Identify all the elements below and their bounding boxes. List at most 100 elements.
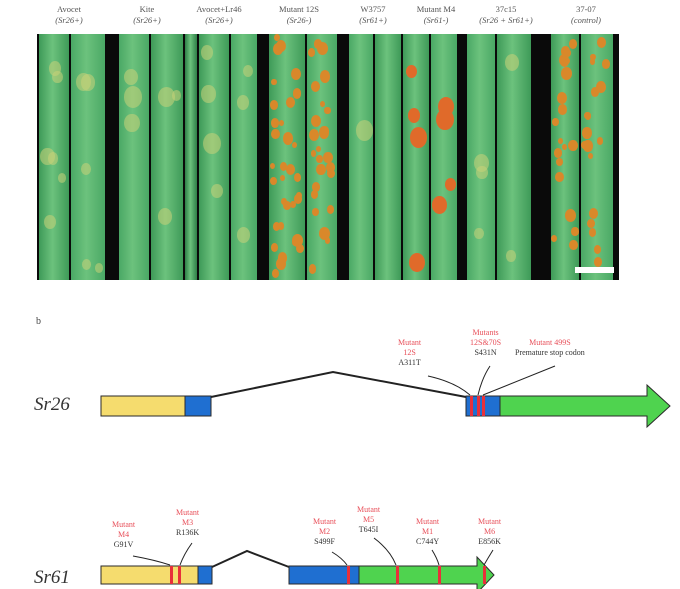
rust-pustule: [551, 234, 558, 243]
leaf-label-3: Avocet+Lr46 (Sr26+): [184, 4, 254, 26]
sr26-mutation-2: [477, 396, 480, 416]
rust-pustule: [474, 228, 484, 240]
substitution-label: T645I: [358, 525, 379, 534]
rust-pustule: [557, 91, 568, 105]
rust-pustule: [554, 148, 562, 158]
rust-pustule: [242, 64, 253, 78]
leaf-label-4: Mutant 12S (Sr26-): [264, 4, 334, 26]
rust-pustule: [355, 120, 373, 141]
rust-pustule: [436, 108, 454, 131]
substitution-label: E856K: [478, 537, 501, 546]
sr26-exon1-blue: [184, 395, 212, 417]
gene-label-sr61: Sr61: [34, 567, 70, 588]
leaf-name: 37c15: [495, 4, 517, 14]
rust-pustule: [276, 258, 286, 270]
rust-pustule: [406, 65, 417, 79]
mutant-label: Mutant M6: [478, 517, 502, 536]
rust-pustule: [124, 86, 143, 108]
rust-pustule: [568, 38, 578, 49]
rust-pustule: [558, 104, 567, 115]
rust-pustule: [571, 227, 579, 236]
rust-pustule: [565, 57, 571, 64]
leaf-name: Avocet+Lr46: [196, 4, 242, 14]
leaf-strip: [199, 34, 229, 280]
sr61-mutation-m1: [438, 566, 441, 584]
mutant-label: Mutant M1: [416, 517, 440, 536]
scale-bar: [575, 267, 614, 273]
rust-pustule: [319, 227, 331, 241]
rust-pustule: [40, 147, 55, 166]
leaf-strip: [581, 34, 613, 280]
leaf-name: Mutant M4: [416, 4, 456, 14]
leaf-strip: [349, 34, 373, 280]
sr26-ann-12s: Mutant 12S A311T: [398, 338, 421, 368]
rust-pustule: [557, 137, 564, 145]
leaf-genotype: (Sr26 + Sr61+): [479, 15, 533, 25]
rust-pustule: [584, 112, 591, 120]
leaf-strip: [375, 34, 401, 280]
rust-pustule: [565, 208, 577, 223]
rust-pustule: [271, 129, 281, 140]
rust-pustule: [269, 162, 276, 170]
sr61-exon1-blue: [197, 565, 213, 585]
leaf-strip: [431, 34, 457, 280]
substitution-label: A311T: [398, 358, 421, 367]
rust-pustule: [409, 253, 425, 272]
leaf-genotype: (control): [571, 15, 601, 25]
rust-pustule: [271, 268, 280, 278]
leaf-strip: [185, 34, 197, 280]
rust-pustule: [432, 195, 448, 214]
leaf-photo-panel: [37, 34, 619, 280]
rust-pustule: [316, 155, 323, 164]
rust-pustule: [270, 118, 279, 128]
rust-pustule: [76, 72, 92, 91]
rust-pustule: [94, 262, 104, 273]
rust-pustule: [280, 174, 286, 181]
rust-pustule: [597, 37, 607, 49]
rust-pustule: [564, 48, 571, 58]
sr26-pointer-2: [477, 365, 491, 396]
mutant-label: Mutant M3: [176, 508, 200, 527]
substitution-label: Premature stop codon: [515, 348, 585, 357]
rust-pustule: [282, 132, 293, 145]
rust-pustule: [290, 68, 301, 81]
rust-pustule: [506, 250, 516, 262]
rust-pustule: [324, 106, 331, 115]
leaf-label-6: Mutant M4 (Sr61-): [401, 4, 471, 26]
rust-pustule: [211, 183, 224, 199]
rust-pustule: [582, 127, 593, 139]
rust-pustule: [590, 53, 596, 61]
rust-pustule: [569, 239, 579, 251]
rust-pustule: [277, 252, 288, 264]
sr61-ann-m1: Mutant M1 C744Y: [416, 517, 439, 547]
sr61-pointer-m2: [331, 551, 348, 566]
substitution-label: S499F: [314, 537, 335, 546]
rust-pustule: [318, 126, 330, 139]
leaf-name: Kite: [139, 4, 155, 14]
substitution-label: S431N: [474, 348, 497, 357]
sr61-pointer-m1: [431, 549, 440, 566]
rust-pustule: [269, 176, 277, 185]
rust-pustule: [591, 87, 600, 97]
rust-pustule: [583, 140, 593, 152]
rust-pustule: [568, 139, 578, 151]
rust-pustule: [273, 34, 280, 42]
rust-pustule: [201, 85, 216, 103]
sr61-exon1-yellow: [100, 565, 199, 585]
leaf-label-7: 37c15 (Sr26 + Sr61+): [466, 4, 546, 26]
rust-pustule: [589, 58, 596, 66]
leaf-genotype: (Sr26+): [205, 15, 233, 25]
mutant-label: Mutant 499S: [529, 338, 571, 347]
rust-pustule: [319, 69, 331, 83]
rust-pustule: [316, 41, 323, 50]
leaf-genotype: (Sr26+): [133, 15, 161, 25]
leaf-name: Avocet: [57, 4, 81, 14]
substitution-label: G91V: [113, 540, 134, 549]
leaf-strip: [151, 34, 183, 280]
mutant-label: Mutant M2: [313, 517, 337, 536]
rust-pustule: [272, 221, 281, 232]
leaf-name: 37-07: [576, 4, 596, 14]
rust-pustule: [601, 59, 610, 69]
rust-pustule: [292, 88, 302, 99]
